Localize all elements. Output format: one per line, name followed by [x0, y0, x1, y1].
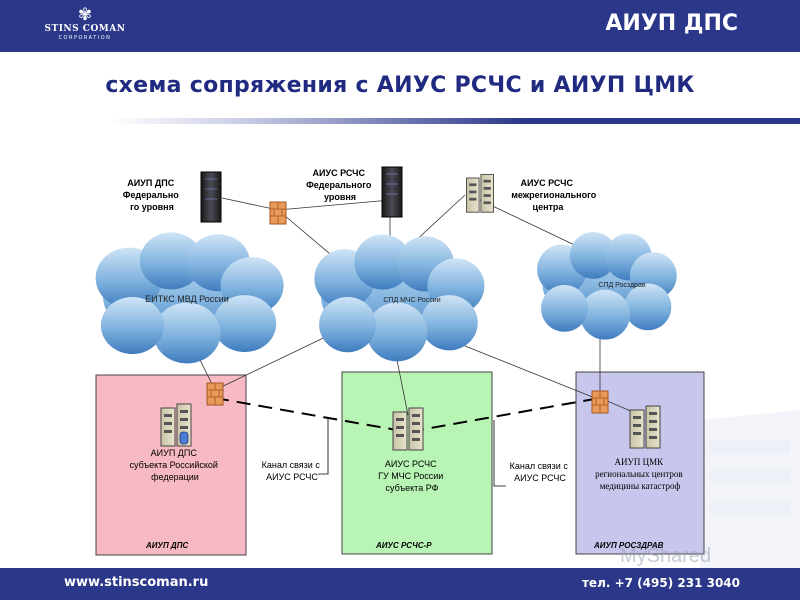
network-links	[189, 194, 641, 416]
zone-server-label-aiup-cmk: АИУП ЦМК региональных центров медицины к…	[595, 457, 685, 491]
zone-aius-rschs-r	[341, 371, 493, 555]
watermark-decoration	[700, 410, 800, 600]
zone-label-aiup-roszdrav: АИУП РОСЗДРАВ	[593, 541, 664, 550]
server-label-aius-rschs-fed: АИУС РСЧС Федерального уровня	[306, 168, 374, 202]
firewall-icon	[206, 382, 224, 406]
channel-bracket-right	[493, 420, 506, 487]
server-label-aius-rschs-mezh: АИУС РСЧС межрегионального центра	[511, 178, 598, 212]
rack-icon	[200, 171, 222, 223]
logo-name: STINS COMAN	[44, 24, 126, 34]
cloud-label-spd-roszdrav: СПД Росздрав	[598, 282, 645, 289]
watermark-text: MyShared	[620, 545, 711, 567]
footer-phone: тел. +7 (495) 231 3040	[581, 576, 740, 590]
server-label-aiup-dps-fed: АИУП ДПС Федерально го уровня	[123, 178, 182, 212]
title-divider	[110, 118, 800, 124]
channel-label-left: Канал связи с АИУС РСЧС	[262, 460, 323, 482]
database-icon	[179, 431, 189, 445]
page-title: схема сопряжения с АИУС РСЧС и АИУП ЦМК	[105, 73, 695, 98]
company-logo[interactable]: ✾ STINS COMAN CORPORATION	[40, 6, 130, 46]
cloud-label-spd-mchs: СПД МЧС России	[383, 297, 440, 304]
firewall-icon	[269, 201, 287, 225]
channel-label-right: Канал связи с АИУС РСЧС	[510, 461, 571, 483]
firewall-icon	[591, 390, 609, 414]
zone-label-aiup-dps: АИУП ДПС	[145, 541, 188, 550]
channel-bracket-left	[318, 418, 329, 475]
header-title: АИУП ДПС	[605, 11, 738, 36]
zone-label-aius-rschs-r: АИУС РСЧС-Р	[375, 541, 432, 550]
zone-server-label-aius-rschs-r: АИУС РСЧС ГУ МЧС России субъекта РФ	[378, 459, 446, 493]
server-icon	[466, 173, 494, 213]
header-bar: ✾ STINS COMAN CORPORATION АИУП ДПС	[0, 0, 800, 52]
zone-server-label-aiup-dps: АИУП ДПС субъекта Российской федерации	[130, 448, 221, 482]
footer-website-link[interactable]: www.stinscoman.ru	[64, 575, 209, 590]
logo-subtitle: CORPORATION	[58, 35, 112, 41]
logo-mark-icon: ✾	[77, 5, 93, 25]
footer-bar: www.stinscoman.ru тел. +7 (495) 231 3040	[0, 568, 800, 600]
rack-icon	[381, 166, 403, 218]
cloud-label-eitks: ЕИТКС МВД России	[145, 294, 229, 304]
